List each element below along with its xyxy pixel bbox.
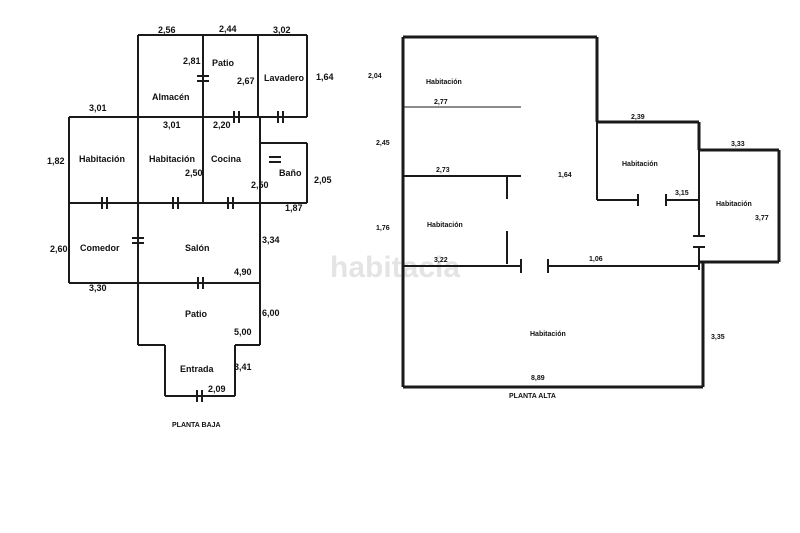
dim-label: 2,09 [208,384,226,394]
dim-label: 3,35 [711,334,725,341]
dim-label: 4,90 [234,267,252,277]
dim-label: 6,00 [262,308,280,318]
dim-label: 2,73 [436,167,450,174]
room-cocina: Cocina [211,154,242,164]
room-comedor: Comedor [80,243,120,253]
dim-label: 3,22 [434,257,448,264]
planta-baja-title: PLANTA BAJA [172,422,221,429]
planta-baja-walls [68,34,308,397]
dim-label: 2,44 [219,24,237,34]
dim-label: 1,87 [285,203,303,213]
dim-label: 2,50 [251,180,269,190]
planta-alta-dimensions: 2,04 2,77 2,39 3,33 2,45 1,64 2,73 3,15 … [368,73,769,382]
dim-label: 1,64 [558,172,572,179]
dim-label: 2,20 [213,120,231,130]
planta-alta-title: PLANTA ALTA [509,393,556,400]
dim-label: 1,76 [376,225,390,232]
dim-label: 2,50 [185,168,203,178]
dim-label: 3,30 [89,283,107,293]
door-comedor-salon [132,237,144,244]
dim-label: 3,01 [163,120,181,130]
door-patio-almacen [197,75,209,82]
room-patio-top: Patio [212,58,235,68]
room-almacen: Almacén [152,92,190,102]
room-habitacion-mid-left: Habitación [427,222,463,229]
dim-label: 3,01 [89,103,107,113]
dim-label: 1,64 [316,72,334,82]
door-lavadero-2 [277,111,284,123]
planta-alta-walls [401,35,781,389]
room-habitacion-right-b: Habitación [716,201,752,208]
room-habitacion-mid: Habitación [149,154,195,164]
dim-label: 2,04 [368,73,382,80]
door-habitacion-left [101,197,108,209]
watermark-logo: habitacia [330,251,460,284]
door-lavadero-1 [233,111,240,123]
dim-label: 3,77 [755,215,769,222]
dim-label: 2,81 [183,56,201,66]
dim-label: 2,77 [434,99,448,106]
planta-baja-room-labels: Almacén Patio Lavadero Habitación Habita… [79,58,305,374]
dim-label: 1,82 [47,156,65,166]
planta-baja-doors [101,75,284,402]
room-entrada: Entrada [180,364,215,374]
dim-label: 3,34 [262,235,280,245]
door-entrada [196,390,203,402]
room-lavadero: Lavadero [264,73,305,83]
room-habitacion-right-a: Habitación [622,161,658,168]
dim-label: 3,02 [273,25,291,35]
room-habitacion-top-left: Habitación [426,79,462,86]
room-patio: Patio [185,309,208,319]
dim-label: 3,15 [675,190,689,197]
dim-label: 1,06 [589,256,603,263]
dim-label: 2,39 [631,114,645,121]
dim-label: 5,00 [234,327,252,337]
dim-label: 3,33 [731,141,745,148]
room-habitacion-left: Habitación [79,154,125,164]
dim-label: 2,60 [50,244,68,254]
dim-label: 2,05 [314,175,332,185]
planta-alta-door-stops [520,194,705,273]
dim-label: 2,45 [376,140,390,147]
dim-label: 8,89 [531,375,545,382]
planta-baja-dimensions: 2,56 2,44 3,02 2,81 2,67 1,64 3,01 3,01 … [47,24,334,394]
room-habitacion-bottom: Habitación [530,331,566,338]
planta-alta-room-labels: Habitación Habitación Habitación Habitac… [426,79,752,338]
dim-label: 3,41 [234,362,252,372]
dim-label: 2,67 [237,76,255,86]
dim-label: 2,56 [158,25,176,35]
room-bano: Baño [279,168,302,178]
room-salon: Salón [185,243,210,253]
door-salon-patio [197,277,204,289]
door-habitacion-mid [172,197,179,209]
door-cocina [227,197,234,209]
door-bano [269,156,281,163]
